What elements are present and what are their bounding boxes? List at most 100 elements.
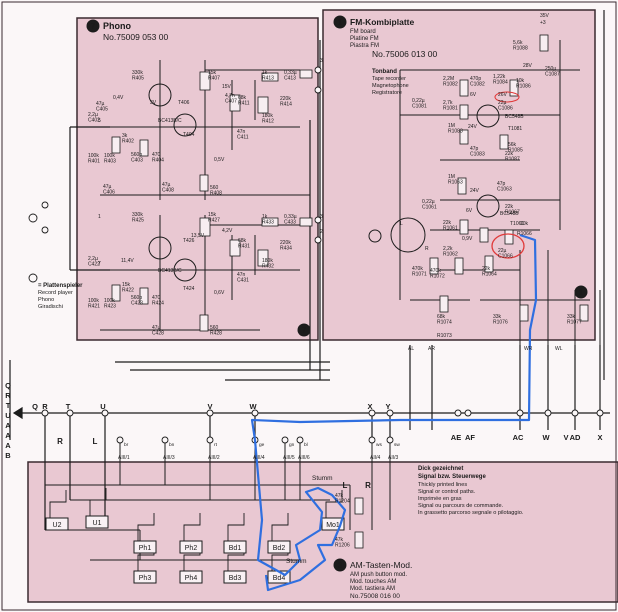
phono-title: Phono: [103, 21, 131, 31]
record-player-label-0: = Plattenspieler: [38, 283, 83, 289]
am-button-ph1[interactable]: Ph1: [133, 540, 157, 554]
am-wiring: [45, 440, 391, 561]
bus-bottom-6: X: [597, 433, 602, 442]
fm-part-v09: 0,9V: [462, 236, 473, 242]
phono-module-number: 7: [91, 21, 96, 31]
phono-code: No.75009 053 00: [103, 32, 168, 42]
fm-part-vR: R: [425, 246, 429, 252]
am-button-frame: [45, 517, 69, 531]
am-button-ph3[interactable]: Ph3: [133, 570, 157, 584]
am-button-label-u2: U2: [53, 522, 62, 529]
connector-terminals: [28, 66, 604, 444]
bus-letter-6: X: [367, 402, 372, 411]
am-switch-contact: [325, 490, 343, 518]
mid-letter-1: L: [93, 437, 98, 446]
am-button-label-mo1: Mo1: [326, 522, 340, 529]
phono-part-v15: 15V: [222, 84, 232, 90]
am-module-panel: [27, 461, 618, 603]
am-button-ph4[interactable]: Ph4: [179, 570, 203, 584]
fm-part-v6a: 6V: [470, 92, 477, 98]
bus-letter-5: W: [249, 402, 257, 411]
am-button-ph2[interactable]: Ph2: [179, 540, 203, 554]
am-sub-fr: Mod. touches AM: [350, 579, 396, 585]
tonband-it: Registratore: [372, 90, 402, 96]
am-button-u2[interactable]: U2: [45, 517, 69, 531]
side-letter-3: U: [5, 411, 10, 420]
am-button-label-bd1: Bd1: [229, 545, 242, 552]
phono-part-v06: 0,6V: [214, 290, 225, 296]
am-button-label-ph3: Ph3: [139, 575, 152, 582]
side-letter-2: T: [6, 401, 11, 410]
mid-letter-3: R: [365, 481, 371, 490]
am-button-bd1[interactable]: Bd1: [223, 540, 247, 554]
fm-part-r1073: R1073: [437, 333, 452, 339]
am-title: AM-Tasten-Mod.: [350, 560, 412, 570]
mid-letter-0: R: [57, 437, 63, 446]
am-switch-contact: [227, 513, 245, 541]
bus-bottom-5: AD: [570, 433, 581, 442]
am-switch-contact: [137, 513, 155, 541]
legend-line-4: In grassetto parcorso segnale o pilotagg…: [418, 510, 524, 516]
am-button-bd3[interactable]: Bd3: [223, 570, 247, 584]
fm-part-v28: 28V: [523, 63, 533, 69]
am-wire-6: ws: [376, 443, 382, 448]
fm-sub-fr: Platine FM: [350, 36, 379, 42]
fm-part-r1065: 10k: [520, 221, 529, 227]
fm-part-vAR: AR: [428, 346, 435, 352]
fm-part-r1066: R1066: [517, 231, 532, 237]
am-switch-contact: [271, 513, 289, 541]
am-connector-1: AIII/3: [163, 455, 175, 461]
am-button-frame: [133, 570, 157, 584]
phono-transistors: [148, 83, 197, 282]
fm-module-number-badge-circle: [333, 15, 347, 29]
am-resistors: [354, 497, 364, 549]
red-highlight-annotation: [491, 233, 525, 259]
bus-letter-1: R: [42, 402, 48, 411]
am-button-label-ph1: Ph1: [139, 545, 152, 552]
pin-number-4: 2: [320, 229, 323, 235]
am-wire-0: br: [124, 442, 129, 448]
fm-transistors: [368, 104, 500, 253]
am-button-bd2[interactable]: Bd2: [267, 540, 291, 554]
am-button-label-ph2: Ph2: [185, 545, 198, 552]
tonband-en: Tape recorder: [372, 76, 406, 82]
bus-bottom-1: AF: [465, 433, 475, 442]
am-switch-contact: [89, 488, 107, 516]
phono-part-t404: T404: [183, 132, 195, 138]
am-button-frame: [223, 570, 247, 584]
phono-part-v3a: 3V: [150, 100, 157, 106]
fm-sub-it: Piastra FM: [350, 43, 379, 49]
am-button-frame: [85, 515, 109, 529]
bus-letter-4: V: [207, 402, 212, 411]
stumm-label-2: Stumm: [286, 558, 307, 565]
am-button-u1[interactable]: U1: [85, 515, 109, 529]
legend-line-2: Imprimée en gras: [418, 496, 462, 502]
am-code: No.75008 016 00: [350, 593, 400, 600]
am-module-number: 3: [338, 560, 343, 570]
